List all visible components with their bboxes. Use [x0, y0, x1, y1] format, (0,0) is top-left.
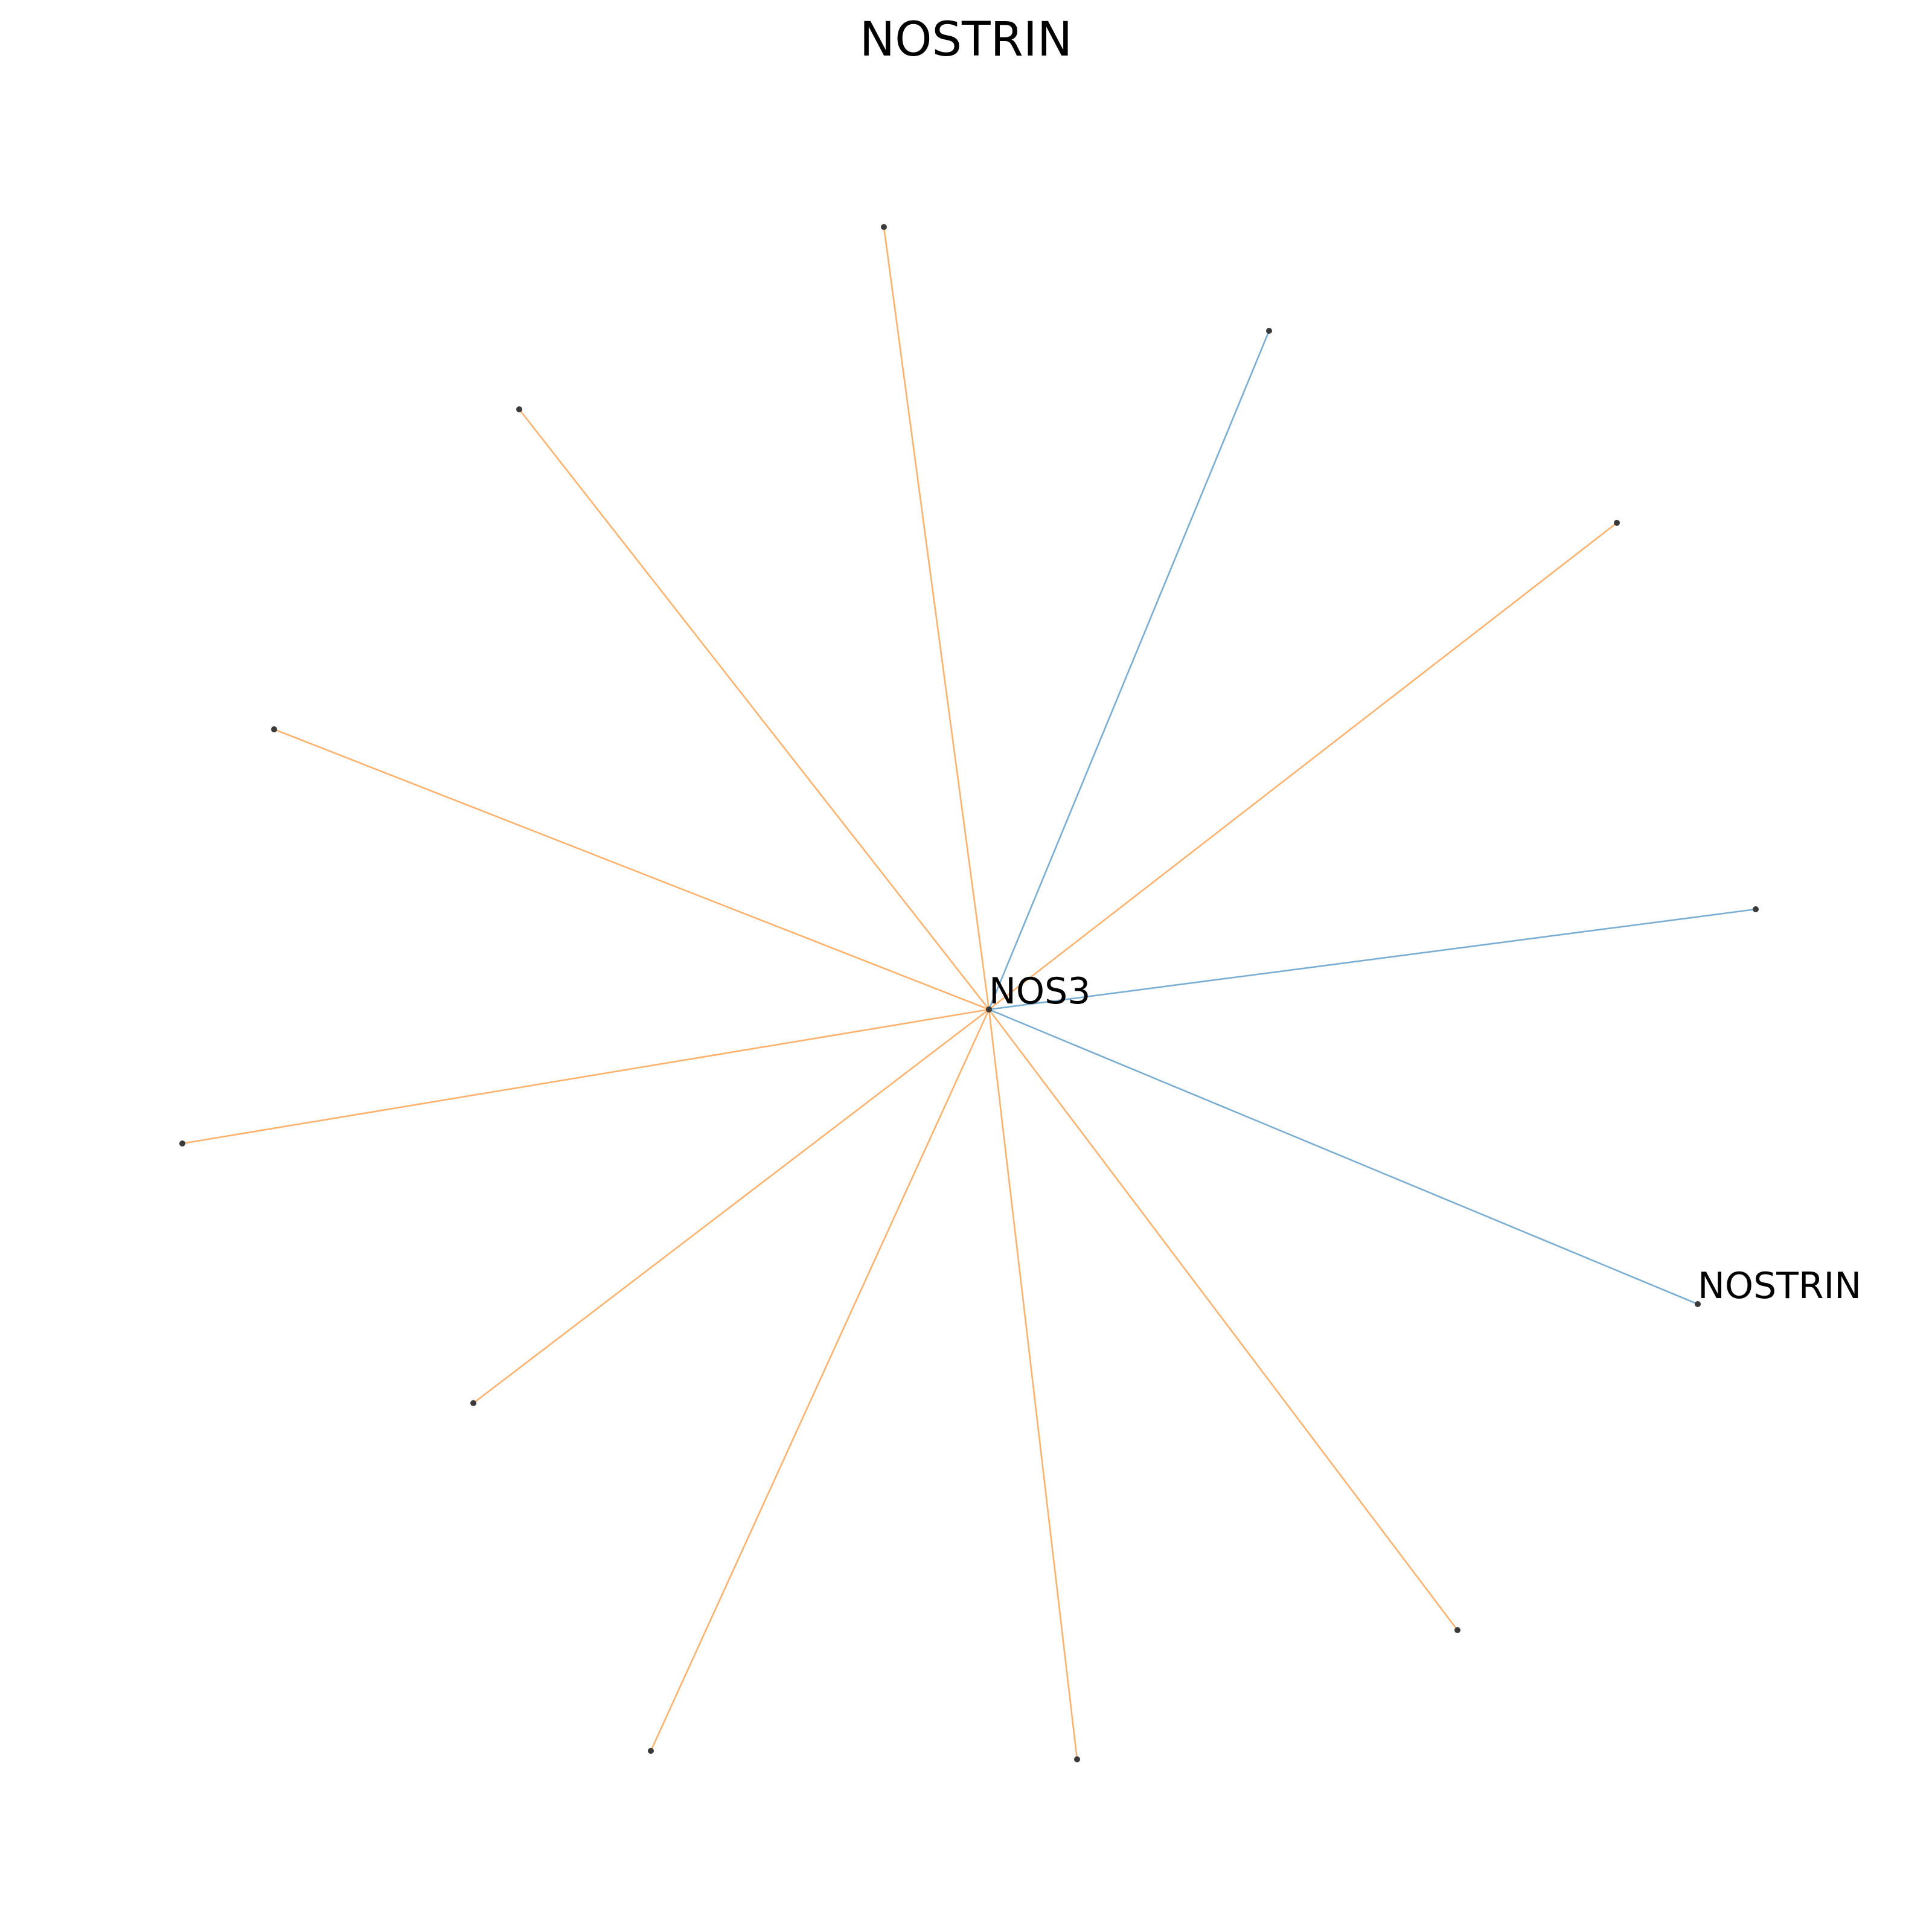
- edge-orange: [273, 728, 990, 1011]
- edge-orange: [650, 1009, 990, 1751]
- edge-blue: [988, 908, 1756, 1011]
- node-label-nos3: NOS3: [989, 970, 1090, 1012]
- graph-title: NOSTRIN: [860, 13, 1072, 67]
- graph-node: [470, 1400, 476, 1406]
- edge-blue: [988, 330, 1270, 1010]
- graph-node: [1753, 906, 1759, 912]
- node-label-nostrin: NOSTRIN: [1698, 1265, 1861, 1307]
- graph-node: [179, 1140, 185, 1147]
- edge-orange: [473, 1008, 990, 1404]
- nodes-layer: [179, 224, 1759, 1762]
- edge-blue: [988, 1008, 1698, 1305]
- graph-node: [648, 1748, 654, 1754]
- graph-node: [1266, 328, 1272, 334]
- graph-node: [516, 406, 522, 412]
- graph-node: [881, 224, 887, 230]
- edge-orange: [988, 522, 1617, 1011]
- graph-node: [271, 726, 277, 732]
- edges-layer: [182, 226, 1756, 1760]
- edge-orange: [883, 226, 990, 1010]
- graph-node: [1614, 520, 1620, 526]
- graph-node: [1454, 1627, 1460, 1633]
- graph-node: [1695, 1301, 1701, 1307]
- edge-orange: [518, 409, 990, 1010]
- center-node: [986, 1006, 992, 1012]
- edge-orange: [988, 1009, 1459, 1631]
- edge-orange: [988, 1009, 1078, 1760]
- edge-orange: [182, 1008, 990, 1145]
- graph-node: [1074, 1756, 1080, 1762]
